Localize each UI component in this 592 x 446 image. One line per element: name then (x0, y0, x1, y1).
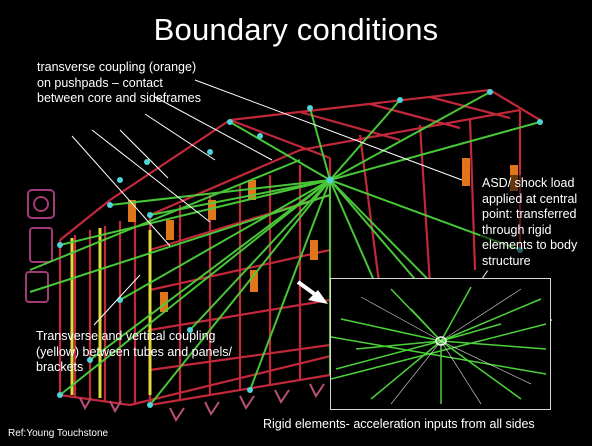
rigid-element-inset-diagram (330, 286, 547, 405)
reference-credit: Ref:Young Touchstone (8, 428, 109, 439)
rigid-element-inset (330, 278, 551, 410)
mounting-brackets (79, 383, 325, 422)
shock-load-note: ASD/ shock load applied at central point… (480, 175, 592, 271)
vertical-coupling-lines (70, 228, 152, 398)
transverse-coupling-note: transverse coupling (orange) on pushpads… (37, 60, 201, 106)
rigid-elements-caption: Rigid elements- acceleration inputs from… (263, 417, 535, 431)
vertical-coupling-note: Transverse and vertical coupling (yellow… (36, 329, 232, 375)
arrow-icon (296, 280, 328, 304)
slide-title: Boundary conditions (153, 12, 439, 47)
body-frame (58, 88, 541, 407)
central-load-point-marker (435, 336, 447, 346)
